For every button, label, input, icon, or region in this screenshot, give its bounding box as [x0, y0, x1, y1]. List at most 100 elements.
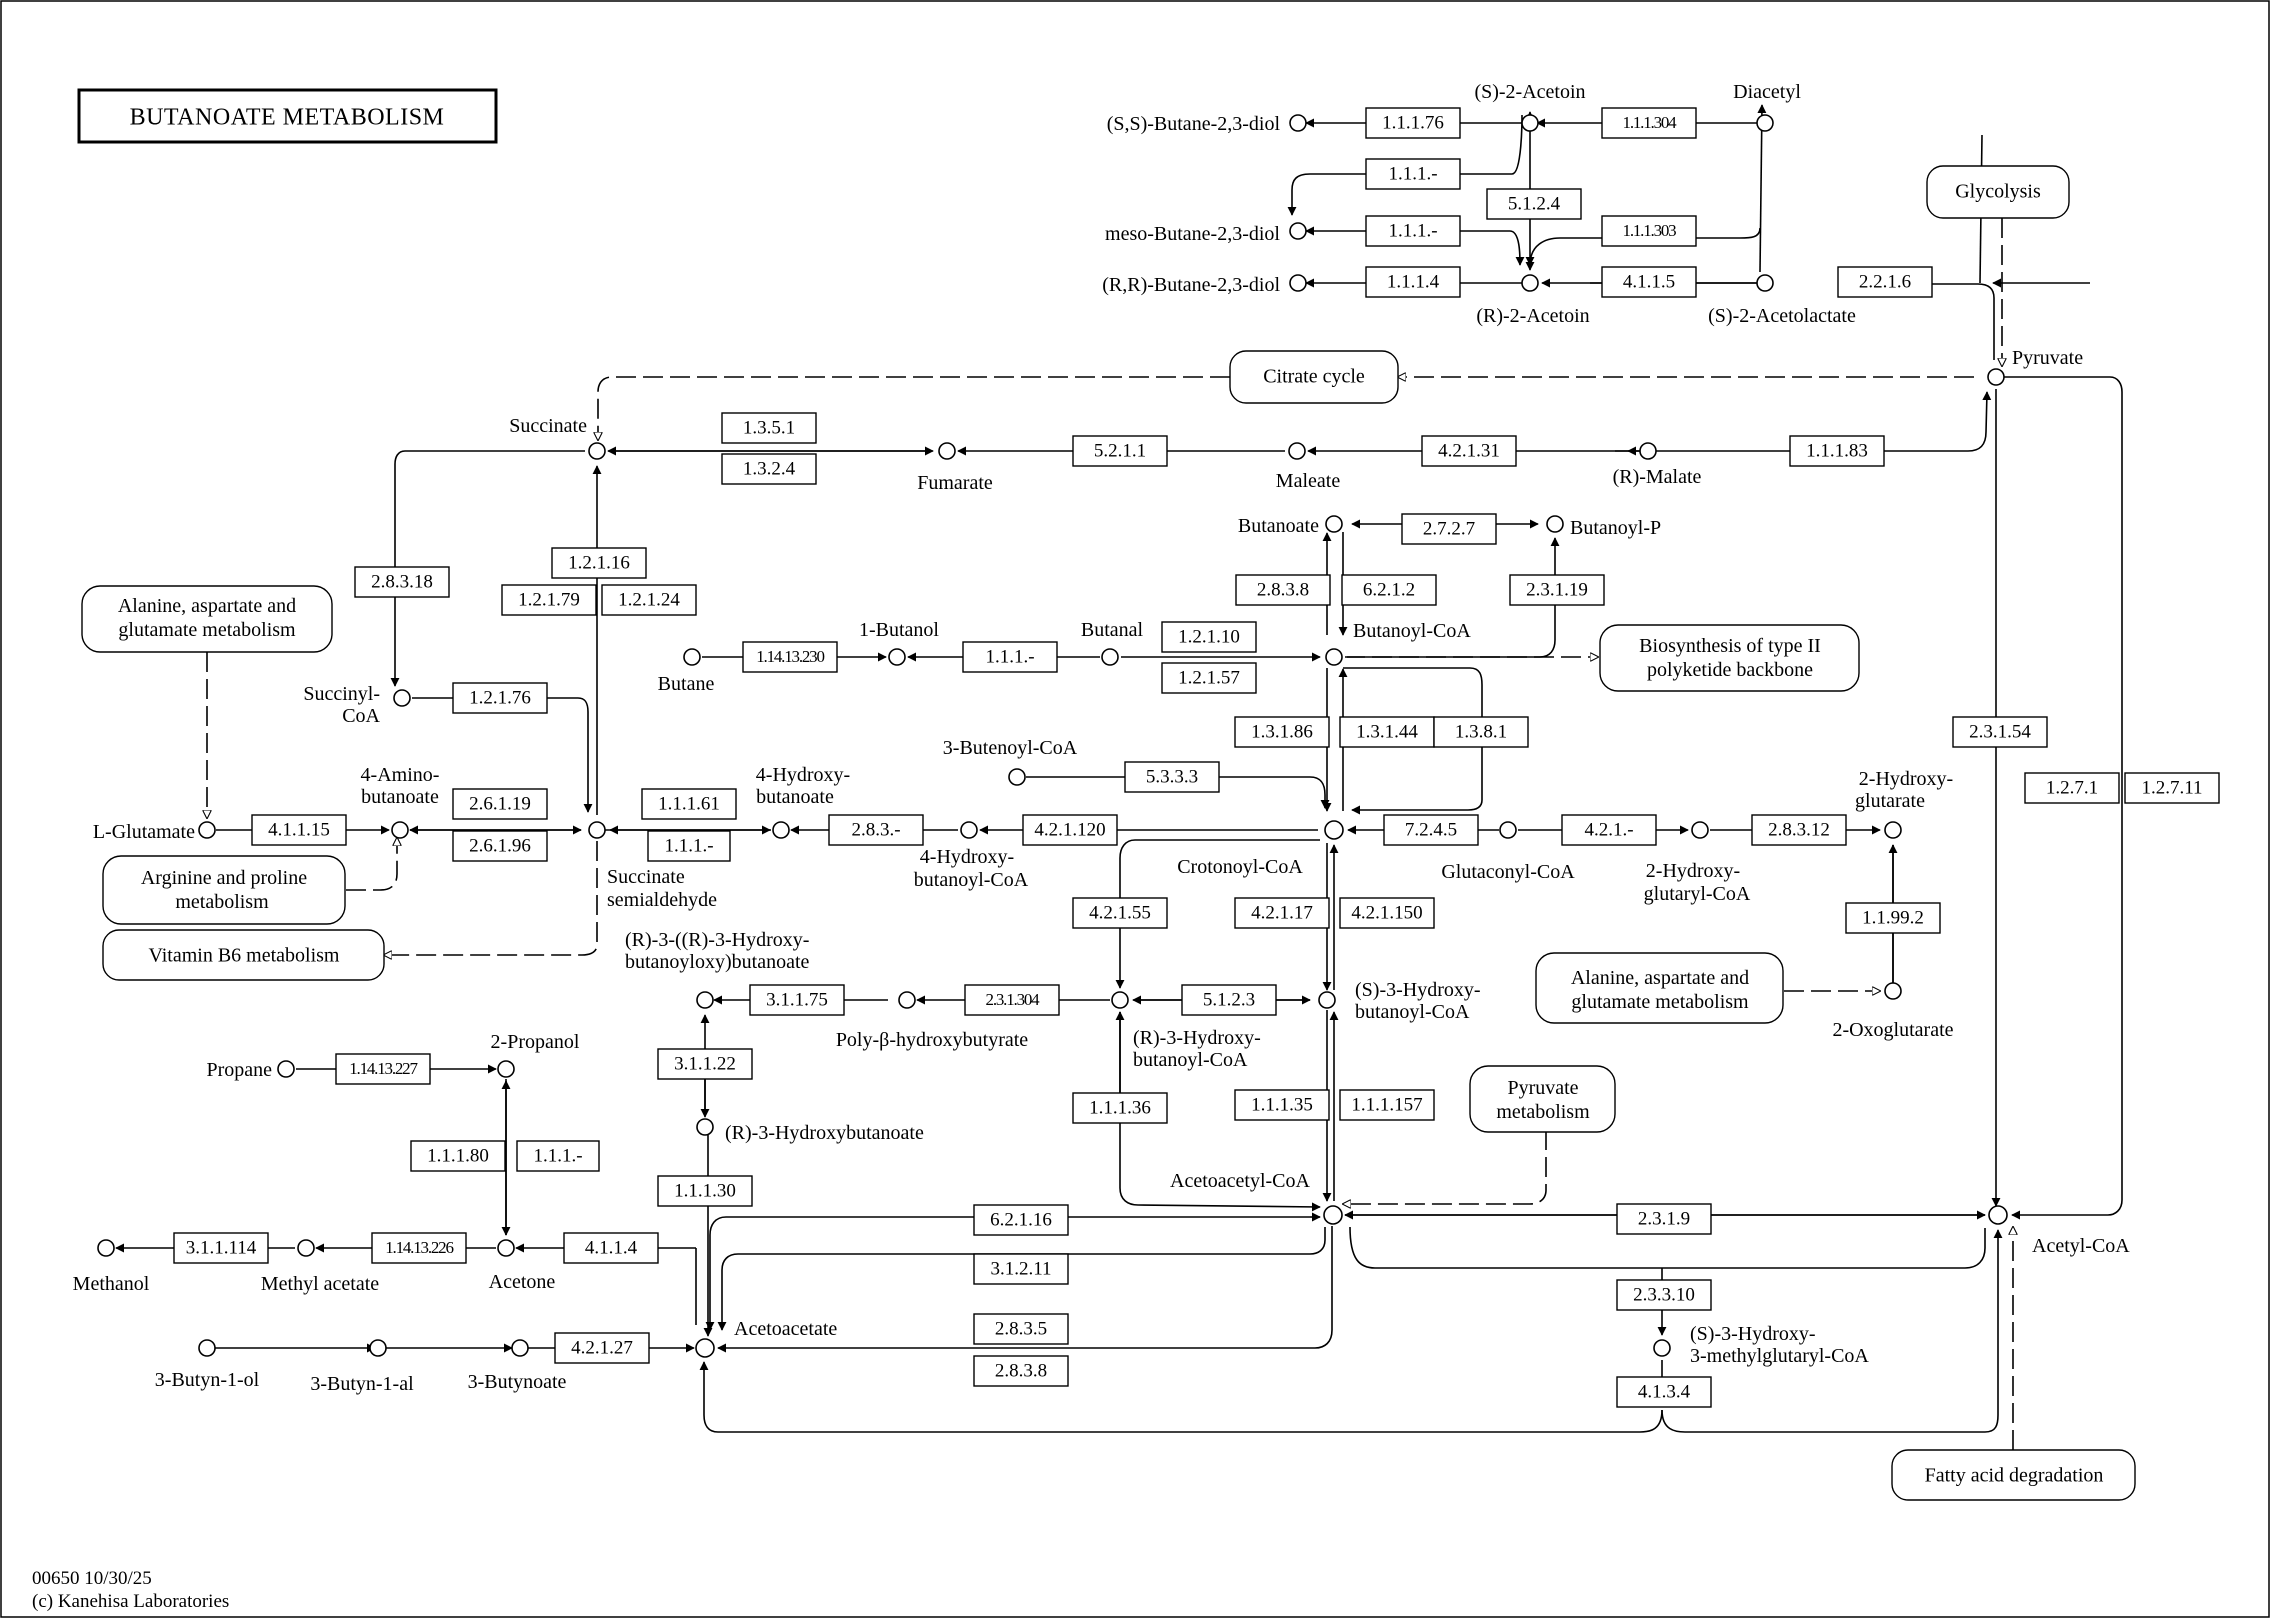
compound-2-hydroxy-glutaryl-coa[interactable]	[1691, 821, 1709, 839]
enzyme-1-1-1-61[interactable]: 1.1.1.61	[641, 788, 737, 820]
enzyme-1-14-13-230[interactable]: 1.14.13.230	[742, 641, 838, 673]
compound-butanoate[interactable]	[1325, 515, 1343, 533]
compound-glutaconyl-coa[interactable]	[1499, 821, 1517, 839]
enzyme-1-3-5-1[interactable]: 1.3.5.1	[721, 412, 817, 444]
enzyme-2-8-3-8-b[interactable]: 2.8.3.8	[973, 1355, 1069, 1387]
enzyme-2-7-2-7[interactable]: 2.7.2.7	[1401, 513, 1497, 545]
enzyme-2-8-3-12[interactable]: 2.8.3.12	[1751, 814, 1847, 846]
enzyme-3-1-1-22[interactable]: 3.1.1.22	[657, 1048, 753, 1080]
enzyme-1-1-1-83[interactable]: 1.1.1.83	[1789, 435, 1885, 467]
compound-4-hydroxy-butanoyl-coa[interactable]	[960, 821, 978, 839]
enzyme-2-8-3-18[interactable]: 2.8.3.18	[354, 566, 450, 598]
enzyme-4-2-1-27[interactable]: 4.2.1.27	[554, 1332, 650, 1364]
compound-succinate-semialdehyde[interactable]	[588, 821, 606, 839]
enzyme-3-1-2-11[interactable]: 3.1.2.11	[973, 1253, 1069, 1285]
enzyme-1-3-1-44[interactable]: 1.3.1.44	[1339, 716, 1435, 748]
compound-s-acetoin[interactable]	[1521, 114, 1539, 132]
enzyme-1-1-99-2[interactable]: 1.1.99.2	[1845, 902, 1941, 934]
enzyme-1-1-1-dash-d[interactable]: 1.1.1.-	[647, 830, 731, 862]
compound-2-propanol[interactable]	[497, 1060, 515, 1078]
compound-butanoyl-p[interactable]	[1546, 515, 1564, 533]
enzyme-4-2-1-31[interactable]: 4.2.1.31	[1421, 435, 1517, 467]
map-alanine-aspartate-glutamate-left[interactable]: Alanine, aspartate and glutamate metabol…	[81, 585, 333, 653]
enzyme-2-3-3-10[interactable]: 2.3.3.10	[1616, 1279, 1712, 1311]
compound-rr-butanediol[interactable]	[1289, 274, 1307, 292]
compound-3-butyn-1-ol[interactable]	[198, 1339, 216, 1357]
enzyme-4-1-1-15[interactable]: 4.1.1.15	[251, 814, 347, 846]
map-alanine-aspartate-glutamate-right[interactable]: Alanine, aspartate and glutamate metabol…	[1535, 952, 1784, 1024]
compound-propane[interactable]	[277, 1060, 295, 1078]
compound-diacetyl[interactable]	[1756, 114, 1774, 132]
enzyme-1-1-1-36[interactable]: 1.1.1.36	[1072, 1092, 1168, 1124]
compound-ss-butanediol[interactable]	[1289, 114, 1307, 132]
compound-4-hydroxy-butanoate[interactable]	[772, 821, 790, 839]
enzyme-1-1-1-303[interactable]: 1.1.1.303	[1601, 215, 1697, 247]
compound-3-butenoyl-coa[interactable]	[1008, 768, 1026, 786]
enzyme-1-3-2-4[interactable]: 1.3.2.4	[721, 453, 817, 485]
enzyme-2-3-1-304[interactable]: 2.3.1.304	[964, 984, 1060, 1016]
enzyme-2-8-3-dash[interactable]: 2.8.3.-	[828, 814, 924, 846]
enzyme-5-3-3-3[interactable]: 5.3.3.3	[1124, 761, 1220, 793]
enzyme-7-2-4-5[interactable]: 7.2.4.5	[1383, 814, 1479, 846]
compound-acetoacetate[interactable]	[695, 1338, 715, 1358]
enzyme-1-3-1-86[interactable]: 1.3.1.86	[1234, 716, 1330, 748]
compound-maleate[interactable]	[1288, 442, 1306, 460]
compound-3-butynoate[interactable]	[511, 1339, 529, 1357]
compound-1-butanol[interactable]	[888, 648, 906, 666]
enzyme-2-3-1-54[interactable]: 2.3.1.54	[1952, 716, 2048, 748]
compound-butanoyl-coa[interactable]	[1325, 648, 1343, 666]
compound-4-amino-butanoate[interactable]	[391, 821, 409, 839]
compound-acetoacetyl-coa[interactable]	[1323, 1205, 1343, 1225]
enzyme-1-1-1-dash-a[interactable]: 1.1.1.-	[1365, 158, 1461, 190]
compound-s-acetolactate[interactable]	[1756, 274, 1774, 292]
compound-acetone[interactable]	[497, 1239, 515, 1257]
compound-2-hydroxy-glutarate[interactable]	[1884, 821, 1902, 839]
enzyme-4-1-1-4[interactable]: 4.1.1.4	[563, 1232, 659, 1264]
compound-s3-hydroxy-butanoyl-coa[interactable]	[1318, 991, 1336, 1009]
enzyme-2-6-1-19[interactable]: 2.6.1.19	[452, 788, 548, 820]
compound-methyl-acetate[interactable]	[297, 1239, 315, 1257]
enzyme-6-2-1-16[interactable]: 6.2.1.16	[973, 1204, 1069, 1236]
enzyme-1-3-8-1[interactable]: 1.3.8.1	[1433, 716, 1529, 748]
compound-poly-beta-hydroxybutyrate[interactable]	[898, 991, 916, 1009]
enzyme-4-1-1-5[interactable]: 4.1.1.5	[1601, 266, 1697, 298]
enzyme-1-2-1-16[interactable]: 1.2.1.16	[551, 547, 647, 579]
compound-succinate[interactable]	[588, 442, 606, 460]
enzyme-6-2-1-2[interactable]: 6.2.1.2	[1341, 574, 1437, 606]
enzyme-2-6-1-96[interactable]: 2.6.1.96	[452, 830, 548, 862]
map-pyruvate-metabolism[interactable]: Pyruvate metabolism	[1469, 1065, 1616, 1133]
compound-r-acetoin[interactable]	[1521, 274, 1539, 292]
compound-meso-butanediol[interactable]	[1289, 222, 1307, 240]
enzyme-5-1-2-3[interactable]: 5.1.2.3	[1181, 984, 1277, 1016]
enzyme-4-2-1-dash[interactable]: 4.2.1.-	[1561, 814, 1657, 846]
compound-hmg-coa[interactable]	[1653, 1339, 1671, 1357]
compound-3-butyn-1-al[interactable]	[369, 1339, 387, 1357]
enzyme-3-1-1-114[interactable]: 3.1.1.114	[173, 1232, 269, 1264]
enzyme-1-1-1-35[interactable]: 1.1.1.35	[1234, 1089, 1330, 1121]
compound-r3-hydroxy-butanoyl-coa[interactable]	[1111, 991, 1129, 1009]
compound-pyruvate[interactable]	[1987, 368, 2005, 386]
compound-butanal[interactable]	[1101, 648, 1119, 666]
compound-acetyl-coa[interactable]	[1988, 1205, 2008, 1225]
compound-l-glutamate[interactable]	[198, 821, 216, 839]
enzyme-1-1-1-dash-e[interactable]: 1.1.1.-	[516, 1140, 600, 1172]
enzyme-1-14-13-227[interactable]: 1.14.13.227	[335, 1053, 431, 1085]
compound-r-malate[interactable]	[1639, 442, 1657, 460]
enzyme-1-1-1-80[interactable]: 1.1.1.80	[410, 1140, 506, 1172]
map-glycolysis[interactable]: Glycolysis	[1926, 165, 2070, 219]
enzyme-1-1-1-4[interactable]: 1.1.1.4	[1365, 266, 1461, 298]
enzyme-4-1-3-4[interactable]: 4.1.3.4	[1616, 1376, 1712, 1408]
enzyme-4-2-1-150[interactable]: 4.2.1.150	[1339, 897, 1435, 929]
enzyme-4-2-1-55[interactable]: 4.2.1.55	[1072, 897, 1168, 929]
enzyme-1-2-1-57[interactable]: 1.2.1.57	[1161, 662, 1257, 694]
enzyme-5-1-2-4[interactable]: 5.1.2.4	[1486, 188, 1582, 220]
enzyme-1-2-1-79[interactable]: 1.2.1.79	[501, 584, 597, 616]
compound-crotonoyl-coa[interactable]	[1324, 820, 1344, 840]
map-polyketide-backbone[interactable]: Biosynthesis of type II polyketide backb…	[1599, 624, 1860, 692]
enzyme-2-3-1-19[interactable]: 2.3.1.19	[1509, 574, 1605, 606]
compound-succinyl-coa[interactable]	[393, 689, 411, 707]
enzyme-1-2-1-10[interactable]: 1.2.1.10	[1161, 621, 1257, 653]
enzyme-4-2-1-120[interactable]: 4.2.1.120	[1022, 814, 1118, 846]
enzyme-1-1-1-dash-c[interactable]: 1.1.1.-	[962, 641, 1058, 673]
enzyme-1-2-1-76[interactable]: 1.2.1.76	[452, 682, 548, 714]
